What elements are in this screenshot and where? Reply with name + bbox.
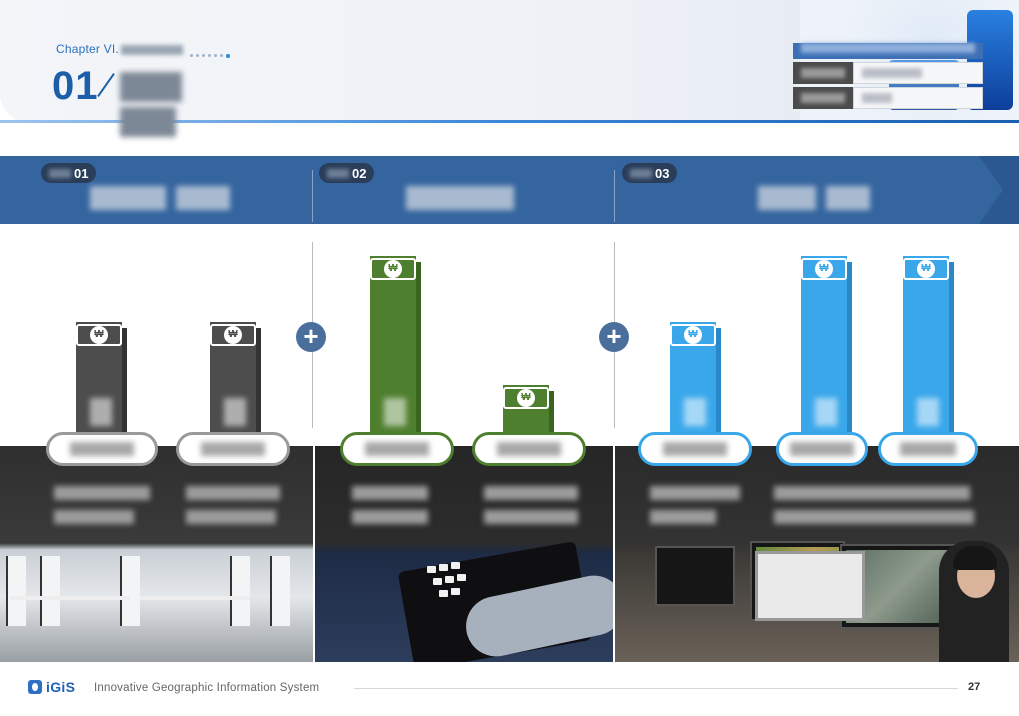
- bar-value-redacted: [90, 398, 112, 426]
- band-divider: [614, 170, 615, 222]
- won-banknote-icon: ₩: [670, 324, 716, 346]
- bar-value-redacted: [917, 398, 939, 426]
- info-box-title-redacted: [793, 43, 983, 59]
- bar-fold: [847, 262, 852, 440]
- caption-redacted: [54, 486, 150, 524]
- header-divider-line: [0, 120, 1019, 123]
- bar-fold: [256, 328, 261, 440]
- section-number: 01: [52, 64, 99, 108]
- bar-value-redacted: [815, 398, 837, 426]
- caption-redacted: [352, 486, 428, 524]
- band-edge-decoration: [979, 156, 1019, 224]
- section-title-redacted: [120, 72, 260, 137]
- won-symbol: ₩: [224, 326, 242, 344]
- badge-number: 02: [352, 165, 367, 181]
- project-info-box: [793, 40, 983, 109]
- won-symbol: ₩: [517, 389, 535, 407]
- column-title-1-redacted: [90, 186, 230, 214]
- badge-number: 01: [74, 165, 89, 181]
- budget-bar: ₩: [76, 322, 127, 440]
- bar-label-redacted: [340, 432, 454, 466]
- column-badge-1: 01: [41, 163, 97, 183]
- caption-redacted: [650, 486, 740, 524]
- won-banknote-icon: ₩: [503, 387, 549, 409]
- bar-label-redacted: [472, 432, 586, 466]
- won-banknote-icon: ₩: [210, 324, 256, 346]
- budget-bar: ₩: [370, 256, 421, 440]
- won-symbol: ₩: [384, 260, 402, 278]
- plus-icon: +: [296, 322, 326, 352]
- budget-bar: ₩: [903, 256, 954, 440]
- brand-name: iGiS: [46, 679, 76, 695]
- bar-label-redacted: [878, 432, 978, 466]
- photo-strip: [0, 446, 1019, 662]
- footer-line: [354, 688, 958, 689]
- footer-tagline: Innovative Geographic Information System: [94, 682, 320, 694]
- budget-bar: ₩: [670, 322, 721, 440]
- won-banknote-icon: ₩: [903, 258, 949, 280]
- bar-fold: [549, 391, 554, 440]
- bar-fold: [122, 328, 127, 440]
- caption-redacted: [186, 486, 280, 524]
- chapter-title-redacted: [120, 44, 183, 55]
- igis-logo: iGiS: [28, 679, 75, 695]
- won-symbol: ₩: [90, 326, 108, 344]
- bar-fold: [416, 262, 421, 440]
- won-banknote-icon: ₩: [801, 258, 847, 280]
- caption-redacted: [484, 486, 578, 524]
- chapter-text: Chapter VI.: [56, 42, 119, 56]
- budget-bar: ₩: [801, 256, 852, 440]
- budget-bar: ₩: [503, 385, 554, 440]
- bar-fold: [716, 328, 721, 440]
- office-photo: [0, 446, 313, 662]
- bar-label-redacted: [638, 432, 752, 466]
- page-number: 27: [968, 681, 981, 693]
- bar-label-redacted: [176, 432, 290, 466]
- bar-label-redacted: [776, 432, 868, 466]
- won-banknote-icon: ₩: [370, 258, 416, 280]
- info-row: [793, 87, 983, 109]
- bar-value-redacted: [224, 398, 246, 426]
- won-banknote-icon: ₩: [76, 324, 122, 346]
- column-badge-3: 03: [622, 163, 678, 183]
- plus-icon: +: [599, 322, 629, 352]
- badge-number: 03: [655, 165, 670, 181]
- bar-value-redacted: [684, 398, 706, 426]
- column-title-3-redacted: [758, 186, 870, 214]
- column-title-2-redacted: [406, 186, 514, 214]
- gis-workstation-photo: [615, 446, 1019, 662]
- info-row: [793, 62, 983, 84]
- chapter-label: Chapter VI.: [56, 42, 183, 56]
- column-badge-2: 02: [319, 163, 375, 183]
- won-symbol: ₩: [917, 260, 935, 278]
- caption-redacted: [774, 486, 974, 524]
- control-panel-photo: [315, 446, 613, 662]
- bar-value-redacted: [384, 398, 406, 426]
- band-divider: [312, 170, 313, 222]
- bar-label-redacted: [46, 432, 158, 466]
- chapter-dots: [190, 47, 236, 58]
- won-symbol: ₩: [815, 260, 833, 278]
- budget-bar: ₩: [210, 322, 261, 440]
- bar-fold: [949, 262, 954, 440]
- won-symbol: ₩: [684, 326, 702, 344]
- igis-logo-icon: [28, 680, 42, 694]
